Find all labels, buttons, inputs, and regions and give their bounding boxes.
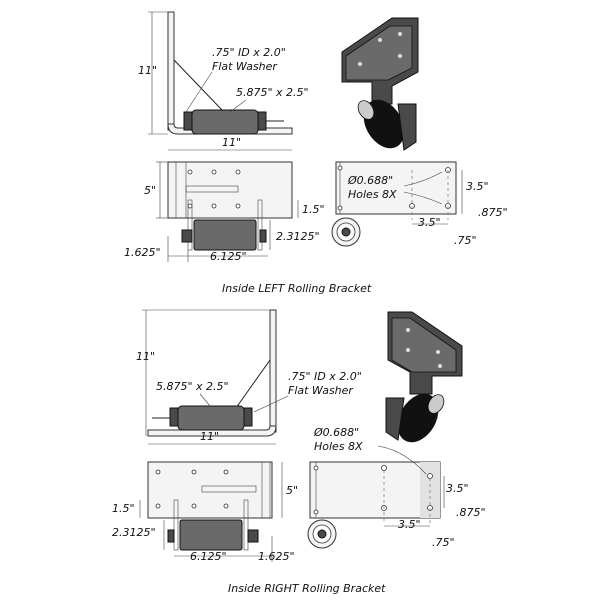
right-hole-side-dim: .75" bbox=[432, 536, 455, 549]
right-roller-width-dim: 6.125" bbox=[190, 550, 227, 563]
right-hole-vert-dim: 3.5" bbox=[446, 482, 469, 495]
left-holes-label-2: Holes 8X bbox=[348, 188, 397, 201]
right-holes-label-1: Ø0.688" bbox=[313, 426, 359, 439]
left-hole-side-dim: .75" bbox=[454, 234, 477, 247]
right-height-dim: 11" bbox=[136, 350, 155, 363]
right-roller-offset-dim: 1.5" bbox=[112, 502, 135, 515]
right-width-dim: 11" bbox=[200, 430, 219, 443]
right-caption: Inside RIGHT Rolling Bracket bbox=[228, 582, 386, 595]
right-hole-horiz-dim: 3.5" bbox=[398, 518, 421, 531]
right-side-roller bbox=[177, 405, 245, 431]
left-roller-offset-dim: 1.5" bbox=[302, 203, 325, 216]
left-plan-roller bbox=[193, 219, 257, 251]
right-plan-view: 5" 1.5" 2.3125" 6.125" 1.625" bbox=[112, 461, 298, 563]
left-roller-width-dim: 6.125" bbox=[210, 250, 247, 263]
left-side-view: 11" .75" ID x 2.0" Flat Washer 5.875" x … bbox=[138, 11, 309, 151]
right-holes-label-2: Holes 8X bbox=[314, 440, 363, 453]
left-height-dim: 11" bbox=[138, 64, 157, 77]
right-bracket-section: 11" 5.875" x 2.5" .75" ID x 2.0" Flat Wa… bbox=[112, 309, 486, 595]
left-washer-label-2: Flat Washer bbox=[212, 60, 278, 73]
left-hole-horiz-dim: 3.5" bbox=[418, 216, 441, 229]
left-roller-height-dim: 2.3125" bbox=[276, 230, 320, 243]
left-width-dim: 11" bbox=[222, 136, 241, 149]
left-side-roller bbox=[191, 109, 259, 135]
right-hole-edge-dim: .875" bbox=[456, 506, 486, 519]
left-hole-edge-dim: .875" bbox=[478, 206, 508, 219]
left-hole-vert-dim: 3.5" bbox=[466, 180, 489, 193]
left-plate-height-dim: 5" bbox=[144, 184, 156, 197]
right-plan-roller bbox=[179, 519, 243, 551]
left-end-view: Ø0.688" Holes 8X 3.5" .875" 3.5" .75" bbox=[331, 161, 508, 247]
left-washer-label-1: .75" ID x 2.0" bbox=[212, 46, 286, 59]
right-side-view: 11" 5.875" x 2.5" .75" ID x 2.0" Flat Wa… bbox=[136, 309, 362, 445]
left-bracket-section: 11" .75" ID x 2.0" Flat Washer 5.875" x … bbox=[124, 11, 508, 295]
left-caption: Inside LEFT Rolling Bracket bbox=[222, 282, 372, 295]
left-3d-view bbox=[341, 17, 419, 151]
right-3d-view bbox=[385, 311, 463, 443]
right-washer-label-2: Flat Washer bbox=[288, 384, 354, 397]
left-roller-size: 5.875" x 2.5" bbox=[236, 86, 309, 99]
right-end-view: Ø0.688" Holes 8X 3.5" .875" 3.5" .75" bbox=[307, 426, 486, 549]
right-roller-size: 5.875" x 2.5" bbox=[156, 380, 229, 393]
left-plan-view: 5" 1.5" 2.3125" 1.625" 6.125" bbox=[124, 161, 325, 263]
left-holes-label-1: Ø0.688" bbox=[347, 174, 393, 187]
right-plate-height-dim: 5" bbox=[286, 484, 298, 497]
right-roller-height-dim: 2.3125" bbox=[112, 526, 156, 539]
left-offset-dim: 1.625" bbox=[124, 246, 161, 259]
right-offset-dim: 1.625" bbox=[258, 550, 295, 563]
right-washer-label-1: .75" ID x 2.0" bbox=[288, 370, 362, 383]
